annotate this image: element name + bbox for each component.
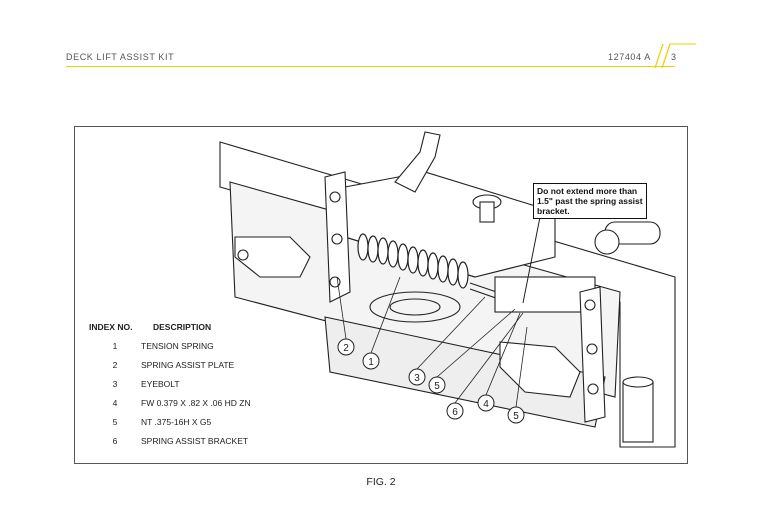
document-title: DECK LIFT ASSIST KIT — [66, 52, 175, 62]
svg-text:4: 4 — [483, 399, 489, 410]
legend-header-description: DESCRIPTION — [153, 322, 212, 332]
svg-text:6: 6 — [452, 407, 458, 418]
figure-caption: FIG. 2 — [366, 476, 396, 488]
callout-3: 3 — [408, 368, 426, 386]
callout-5-left: 5 — [428, 376, 446, 394]
legend-description: SPRING ASSIST BRACKET — [141, 436, 249, 446]
figure-frame: 2 1 3 5 6 4 5 Do not extend more than 1.… — [74, 126, 688, 464]
legend-index: 3 — [112, 379, 118, 389]
legend-description: TENSION SPRING — [141, 341, 214, 351]
deck-lift-assembly-drawing: 2 1 3 5 6 4 5 — [219, 131, 676, 448]
svg-text:2: 2 — [343, 343, 349, 354]
legend-index: 6 — [112, 436, 118, 446]
parts-legend: INDEX NO. DESCRIPTION 1 TENSION SPRING 2… — [89, 322, 251, 455]
legend-row: 3 EYEBOLT — [89, 379, 251, 398]
legend-description: FW 0.379 X .82 X .06 HD ZN — [141, 398, 251, 408]
legend-index: 5 — [112, 417, 118, 427]
legend-row: 6 SPRING ASSIST BRACKET — [89, 436, 251, 455]
legend-index: 2 — [112, 360, 118, 370]
svg-text:5: 5 — [434, 381, 440, 392]
legend-description: SPRING ASSIST PLATE — [141, 360, 235, 370]
callout-4: 4 — [477, 394, 495, 412]
legend-header-index: INDEX NO. — [89, 322, 133, 332]
legend-row: 1 TENSION SPRING — [89, 341, 251, 360]
callout-5-right: 5 — [507, 406, 525, 424]
callout-2: 2 — [337, 338, 355, 356]
legend-description: EYEBOLT — [141, 379, 180, 389]
legend-description: NT .375-16H X G5 — [141, 417, 212, 427]
header-rule — [66, 66, 675, 67]
header-accent-slashes — [654, 43, 696, 69]
svg-text:3: 3 — [414, 373, 420, 384]
installation-note: Do not extend more than 1.5" past the sp… — [533, 183, 647, 219]
document-number: 127404 A — [608, 52, 651, 62]
legend-row: 5 NT .375-16H X G5 — [89, 417, 251, 436]
svg-text:1: 1 — [368, 357, 374, 368]
legend-header: INDEX NO. DESCRIPTION — [89, 322, 251, 332]
callout-6: 6 — [446, 402, 464, 420]
legend-row: 4 FW 0.379 X .82 X .06 HD ZN — [89, 398, 251, 417]
page-number: 3 — [671, 52, 677, 62]
callout-1: 1 — [362, 352, 380, 370]
legend-index: 1 — [112, 341, 118, 351]
legend-index: 4 — [112, 398, 118, 408]
svg-text:5: 5 — [513, 411, 519, 422]
legend-row: 2 SPRING ASSIST PLATE — [89, 360, 251, 379]
